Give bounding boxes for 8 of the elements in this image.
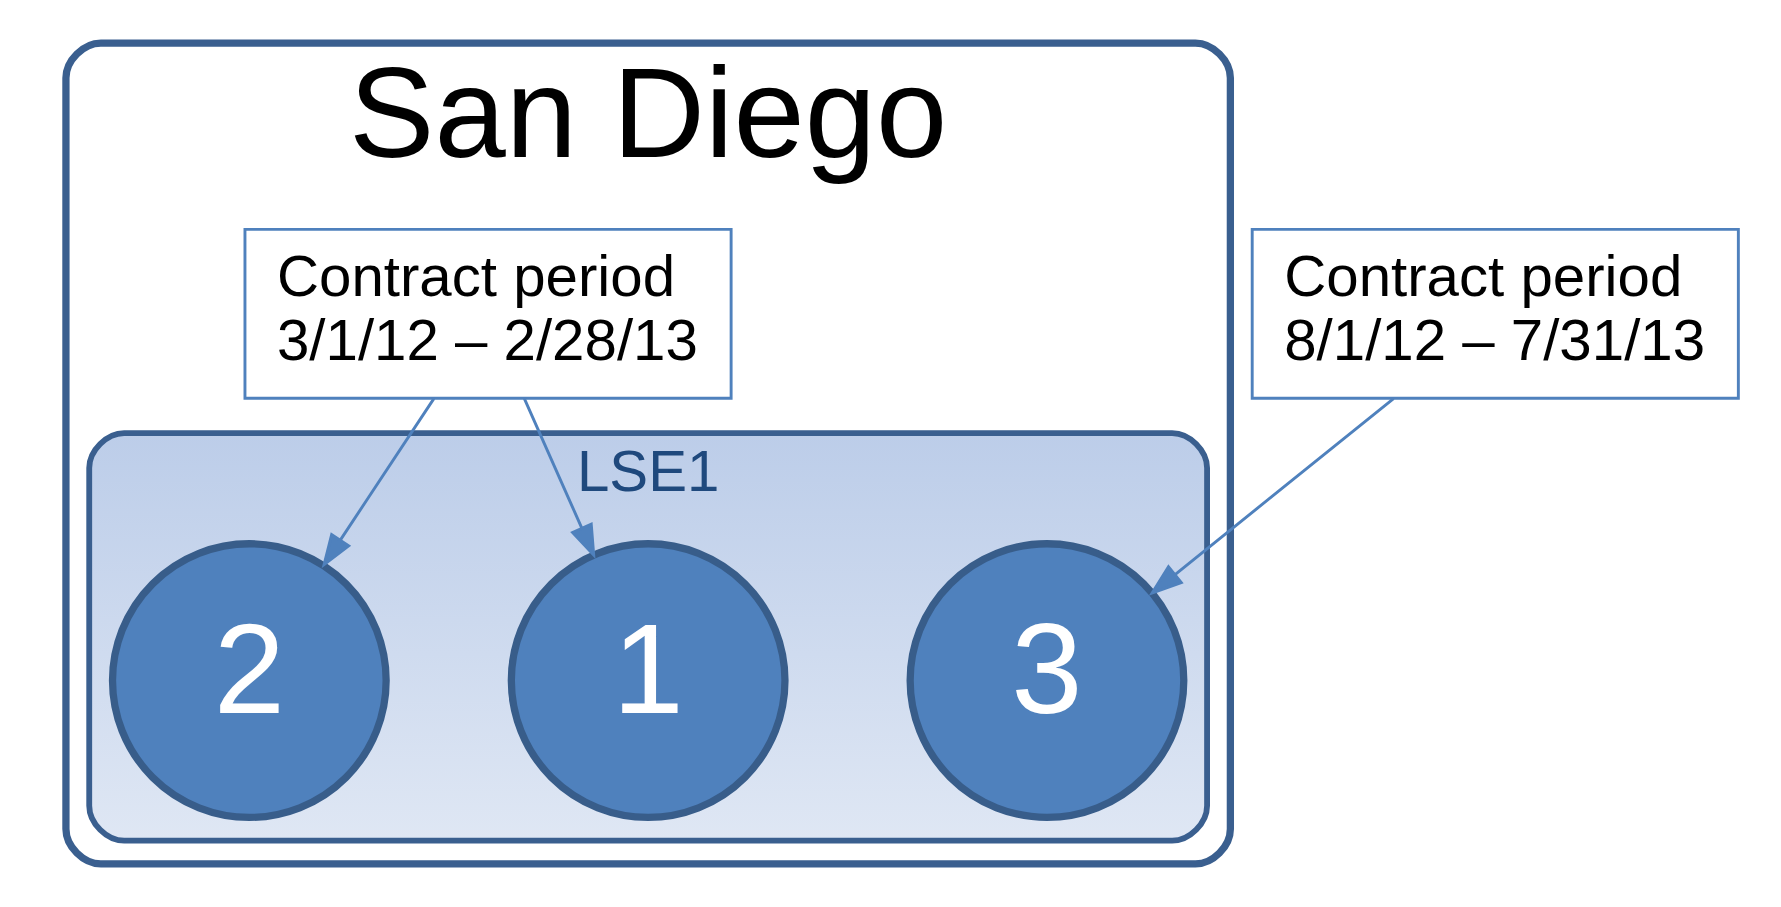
arrow: [1148, 397, 1395, 596]
node-circle: 3: [906, 540, 1188, 822]
node-box: Contract period 8/1/12 – 7/31/13: [1250, 227, 1740, 400]
arrow: [321, 397, 436, 569]
node-circle: 2: [108, 540, 390, 822]
arrow: [523, 398, 596, 559]
node-box: Contract period 3/1/12 – 2/28/13: [243, 227, 733, 400]
node-circle: 1: [507, 540, 789, 822]
